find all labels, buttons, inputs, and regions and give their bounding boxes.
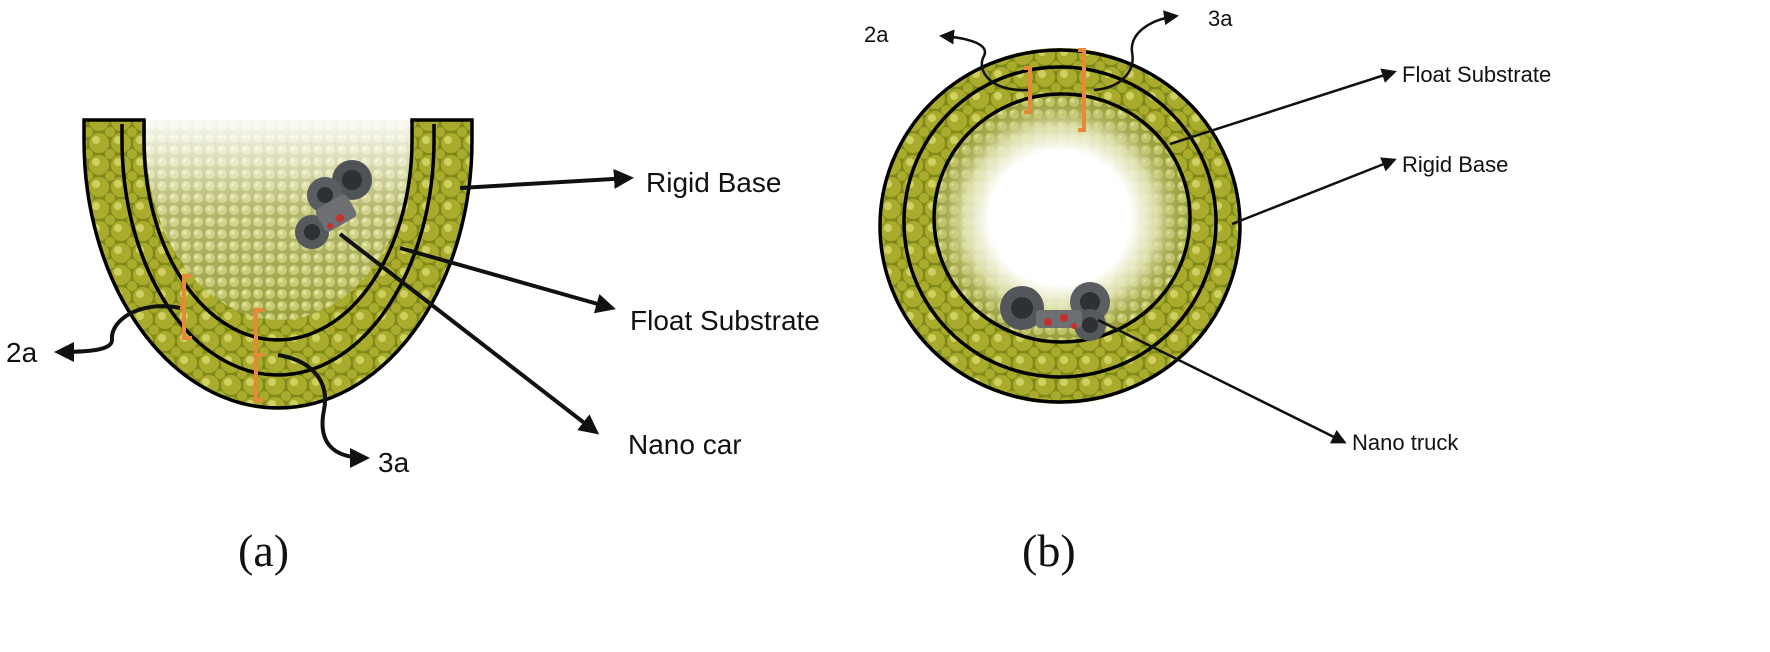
inner-wall-outline	[932, 92, 1192, 344]
arrow-nano-car	[338, 232, 600, 435]
ring-hollow	[932, 96, 1188, 340]
label-float-substrate-b: Float Substrate	[1402, 62, 1551, 87]
arrow-float-substrate	[399, 246, 616, 314]
label-3a-b: 3a	[1208, 6, 1233, 31]
label-rigid-base-b: Rigid Base	[1402, 152, 1508, 177]
arrow-2a	[54, 304, 181, 362]
arrow-3a	[277, 353, 370, 468]
arrow-float-substrate-b	[1169, 68, 1397, 146]
float-substrate-boundary	[120, 124, 436, 377]
panel-a: Rigid Base Float Substrate Nano car 2a 3…	[6, 118, 820, 576]
panel-b: Float Substrate Rigid Base Nano truck 2a…	[864, 6, 1551, 576]
arrow-nano-truck	[1097, 318, 1347, 444]
caption-b: (b)	[1022, 525, 1076, 576]
float-substrate-outline	[902, 65, 1218, 379]
label-float-substrate: Float Substrate	[630, 305, 820, 336]
label-2a-b: 2a	[864, 22, 889, 47]
arrow-rigid-base-b	[1231, 157, 1397, 226]
nano-car	[295, 160, 372, 249]
caption-a: (a)	[238, 525, 289, 576]
label-rigid-base: Rigid Base	[646, 167, 781, 198]
arrow-2a-b	[939, 29, 1029, 92]
label-nano-car: Nano car	[628, 429, 742, 460]
bracket-3a	[254, 308, 264, 402]
bracket-3a-b	[1078, 48, 1086, 132]
arrow-rigid-base	[459, 168, 634, 190]
arrow-3a-b	[1093, 10, 1179, 92]
bracket-2a-b	[1024, 66, 1032, 114]
label-3a: 3a	[378, 447, 410, 478]
label-2a: 2a	[6, 337, 38, 368]
nano-truck	[1000, 282, 1110, 341]
label-nano-truck: Nano truck	[1352, 430, 1459, 455]
rigid-base-outer-outline	[878, 48, 1242, 404]
rigid-base-outline	[82, 118, 474, 410]
